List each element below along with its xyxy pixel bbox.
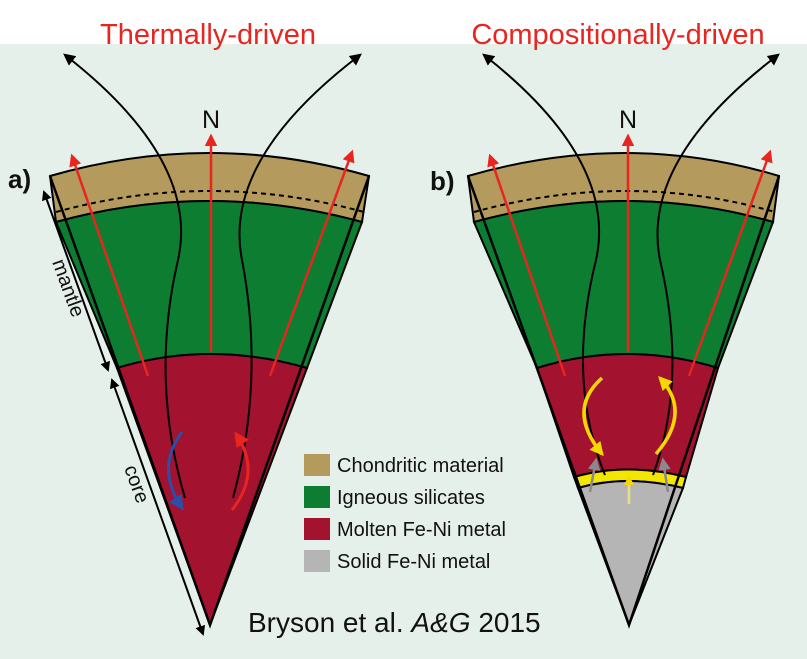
solid-core-b [576,480,685,628]
citation-authors: Bryson et al. [248,607,404,638]
panel-label-b: b) [430,166,455,196]
red-arrow-left-b [487,153,567,377]
field-line-right-a [232,53,362,499]
legend-swatch-solid [304,550,330,572]
left-title: Thermally-driven [100,19,316,51]
panel-b: N b) [430,53,781,629]
north-label-a: N [202,106,220,134]
legend-label-molten: Molten Fe-Ni metal [337,519,506,541]
citation-year: 2015 [478,607,540,638]
grey-arrow-right-b [658,457,671,493]
red-arrow-right-b [687,149,773,377]
legend-label-solid: Solid Fe-Ni metal [337,551,490,573]
mantle-scale-bar [42,190,110,372]
panel-a: N a) mantle core [8,53,371,636]
legend-swatch-igneous [304,486,330,508]
igneous-layer-b [472,200,775,370]
dashed-boundary-b [473,190,776,213]
citation-journal: A&G [409,607,470,638]
core-scale-bar [109,378,206,636]
core-label: core [119,462,153,506]
red-arrow-right-a [268,149,355,377]
convection-red-arrow-a [230,431,250,511]
wedge-outline-b [466,175,781,629]
legend-swatch-chondritic [304,454,330,476]
right-title: Compositionally-driven [471,19,764,51]
convection-yellow-right-b [654,375,677,456]
grey-arrow-left-b [588,457,601,493]
north-label-b: N [619,106,637,134]
citation: Bryson et al. A&G 2015 [248,607,541,638]
legend-label-igneous: Igneous silicates [337,487,485,509]
field-line-left-b [482,53,606,476]
legend-swatch-molten [304,518,330,540]
field-line-right-b [652,53,780,476]
convection-yellow-left-b [582,376,604,457]
legend: Chondritic material Igneous silicates Mo… [304,454,506,573]
igneous-layer-a [54,200,364,370]
panel-label-a: a) [8,164,31,194]
legend-label-chondritic: Chondritic material [337,455,504,477]
